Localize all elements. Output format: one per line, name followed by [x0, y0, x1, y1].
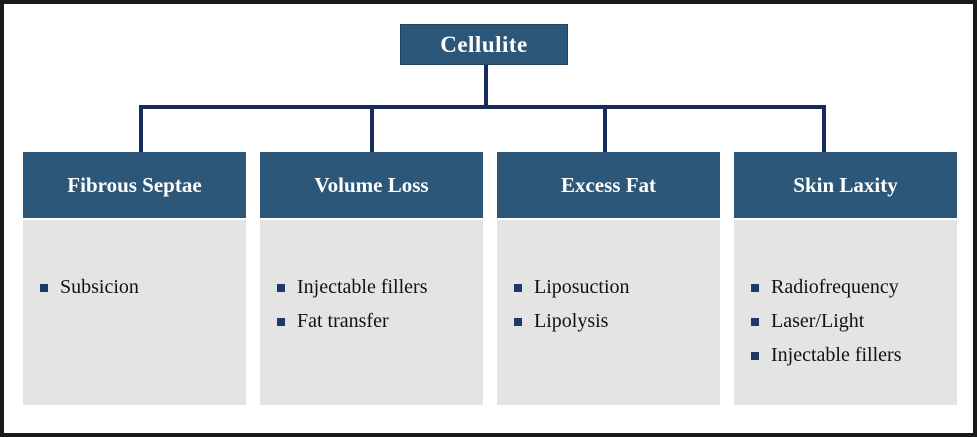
root-node-label: Cellulite [440, 31, 528, 57]
column-header-label: Volume Loss [314, 172, 429, 197]
root-node-cellulite: Cellulite [400, 24, 568, 65]
list-item: Radiofrequency [751, 270, 949, 304]
list-item-label: Fat transfer [297, 310, 389, 332]
branch-columns: Fibrous Septae Subsicion Volume Loss Inj… [23, 152, 957, 405]
connector-drop-skin-laxity [822, 105, 826, 152]
square-bullet-icon [751, 283, 759, 292]
column-body: Liposuction Lipolysis [497, 218, 720, 405]
connector-drop-fibrous-septae [139, 105, 143, 152]
column-header-label: Skin Laxity [793, 172, 898, 197]
column-header-label: Excess Fat [560, 172, 657, 197]
treatment-list: Injectable fillers Fat transfer [260, 220, 483, 338]
list-item: Injectable fillers [751, 338, 949, 372]
connector-root-stub [484, 65, 488, 105]
column-header: Skin Laxity [734, 152, 957, 218]
column-skin-laxity: Skin Laxity Radiofrequency Laser/Light I… [734, 152, 957, 405]
column-volume-loss: Volume Loss Injectable fillers Fat trans… [260, 152, 483, 405]
list-item-label: Radiofrequency [771, 276, 899, 298]
list-item-label: Laser/Light [771, 310, 865, 332]
square-bullet-icon [751, 317, 759, 326]
square-bullet-icon [277, 317, 285, 326]
column-header: Fibrous Septae [23, 152, 246, 218]
column-body: Radiofrequency Laser/Light Injectable fi… [734, 218, 957, 405]
treatment-list: Radiofrequency Laser/Light Injectable fi… [734, 220, 957, 372]
column-body: Injectable fillers Fat transfer [260, 218, 483, 405]
treatment-list: Liposuction Lipolysis [497, 220, 720, 338]
treatment-list: Subsicion [23, 220, 246, 304]
list-item: Lipolysis [514, 304, 712, 338]
list-item: Fat transfer [277, 304, 475, 338]
list-item: Laser/Light [751, 304, 949, 338]
list-item-label: Subsicion [60, 276, 139, 298]
list-item-label: Liposuction [534, 276, 630, 298]
column-header-label: Fibrous Septae [67, 172, 202, 197]
column-excess-fat: Excess Fat Liposuction Lipolysis [497, 152, 720, 405]
list-item: Liposuction [514, 270, 712, 304]
connector-drop-volume-loss [370, 105, 374, 152]
list-item-label: Injectable fillers [771, 344, 902, 366]
column-fibrous-septae: Fibrous Septae Subsicion [23, 152, 246, 405]
list-item-label: Lipolysis [534, 310, 609, 332]
list-item-label: Injectable fillers [297, 276, 428, 298]
square-bullet-icon [277, 283, 285, 292]
list-item: Subsicion [40, 270, 238, 304]
list-item: Injectable fillers [277, 270, 475, 304]
connector-drop-excess-fat [603, 105, 607, 152]
square-bullet-icon [514, 283, 522, 292]
column-body: Subsicion [23, 218, 246, 405]
connector-horizontal-bar [139, 105, 826, 109]
square-bullet-icon [40, 283, 48, 292]
column-header: Excess Fat [497, 152, 720, 218]
square-bullet-icon [514, 317, 522, 326]
column-header: Volume Loss [260, 152, 483, 218]
square-bullet-icon [751, 351, 759, 360]
